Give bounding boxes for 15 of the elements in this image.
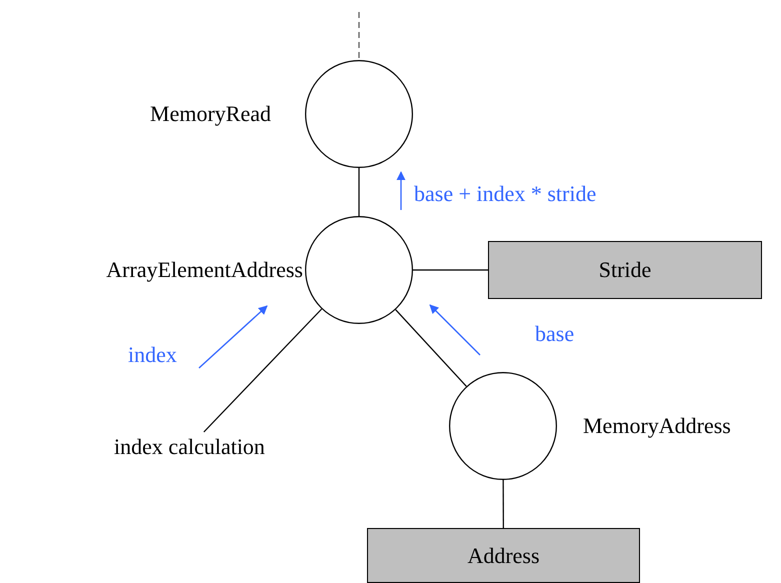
- node-label: index calculation: [87, 432, 292, 462]
- connector-line: [502, 480, 504, 528]
- annotation-label: base: [535, 321, 574, 347]
- connector-line: [358, 12, 360, 60]
- connector-line: [413, 269, 488, 271]
- annotation-label: index: [128, 342, 177, 368]
- process-box: Stride: [488, 241, 762, 299]
- connector-line: [395, 309, 467, 387]
- annotation-label: base + index * stride: [414, 181, 596, 207]
- node-label: MemoryAddress: [583, 413, 731, 439]
- node-label: ArrayElementAddress: [106, 257, 303, 283]
- process-box: Address: [367, 528, 640, 583]
- connector-line: [358, 168, 360, 216]
- node-label: MemoryRead: [150, 101, 271, 127]
- connector-line: [203, 308, 322, 432]
